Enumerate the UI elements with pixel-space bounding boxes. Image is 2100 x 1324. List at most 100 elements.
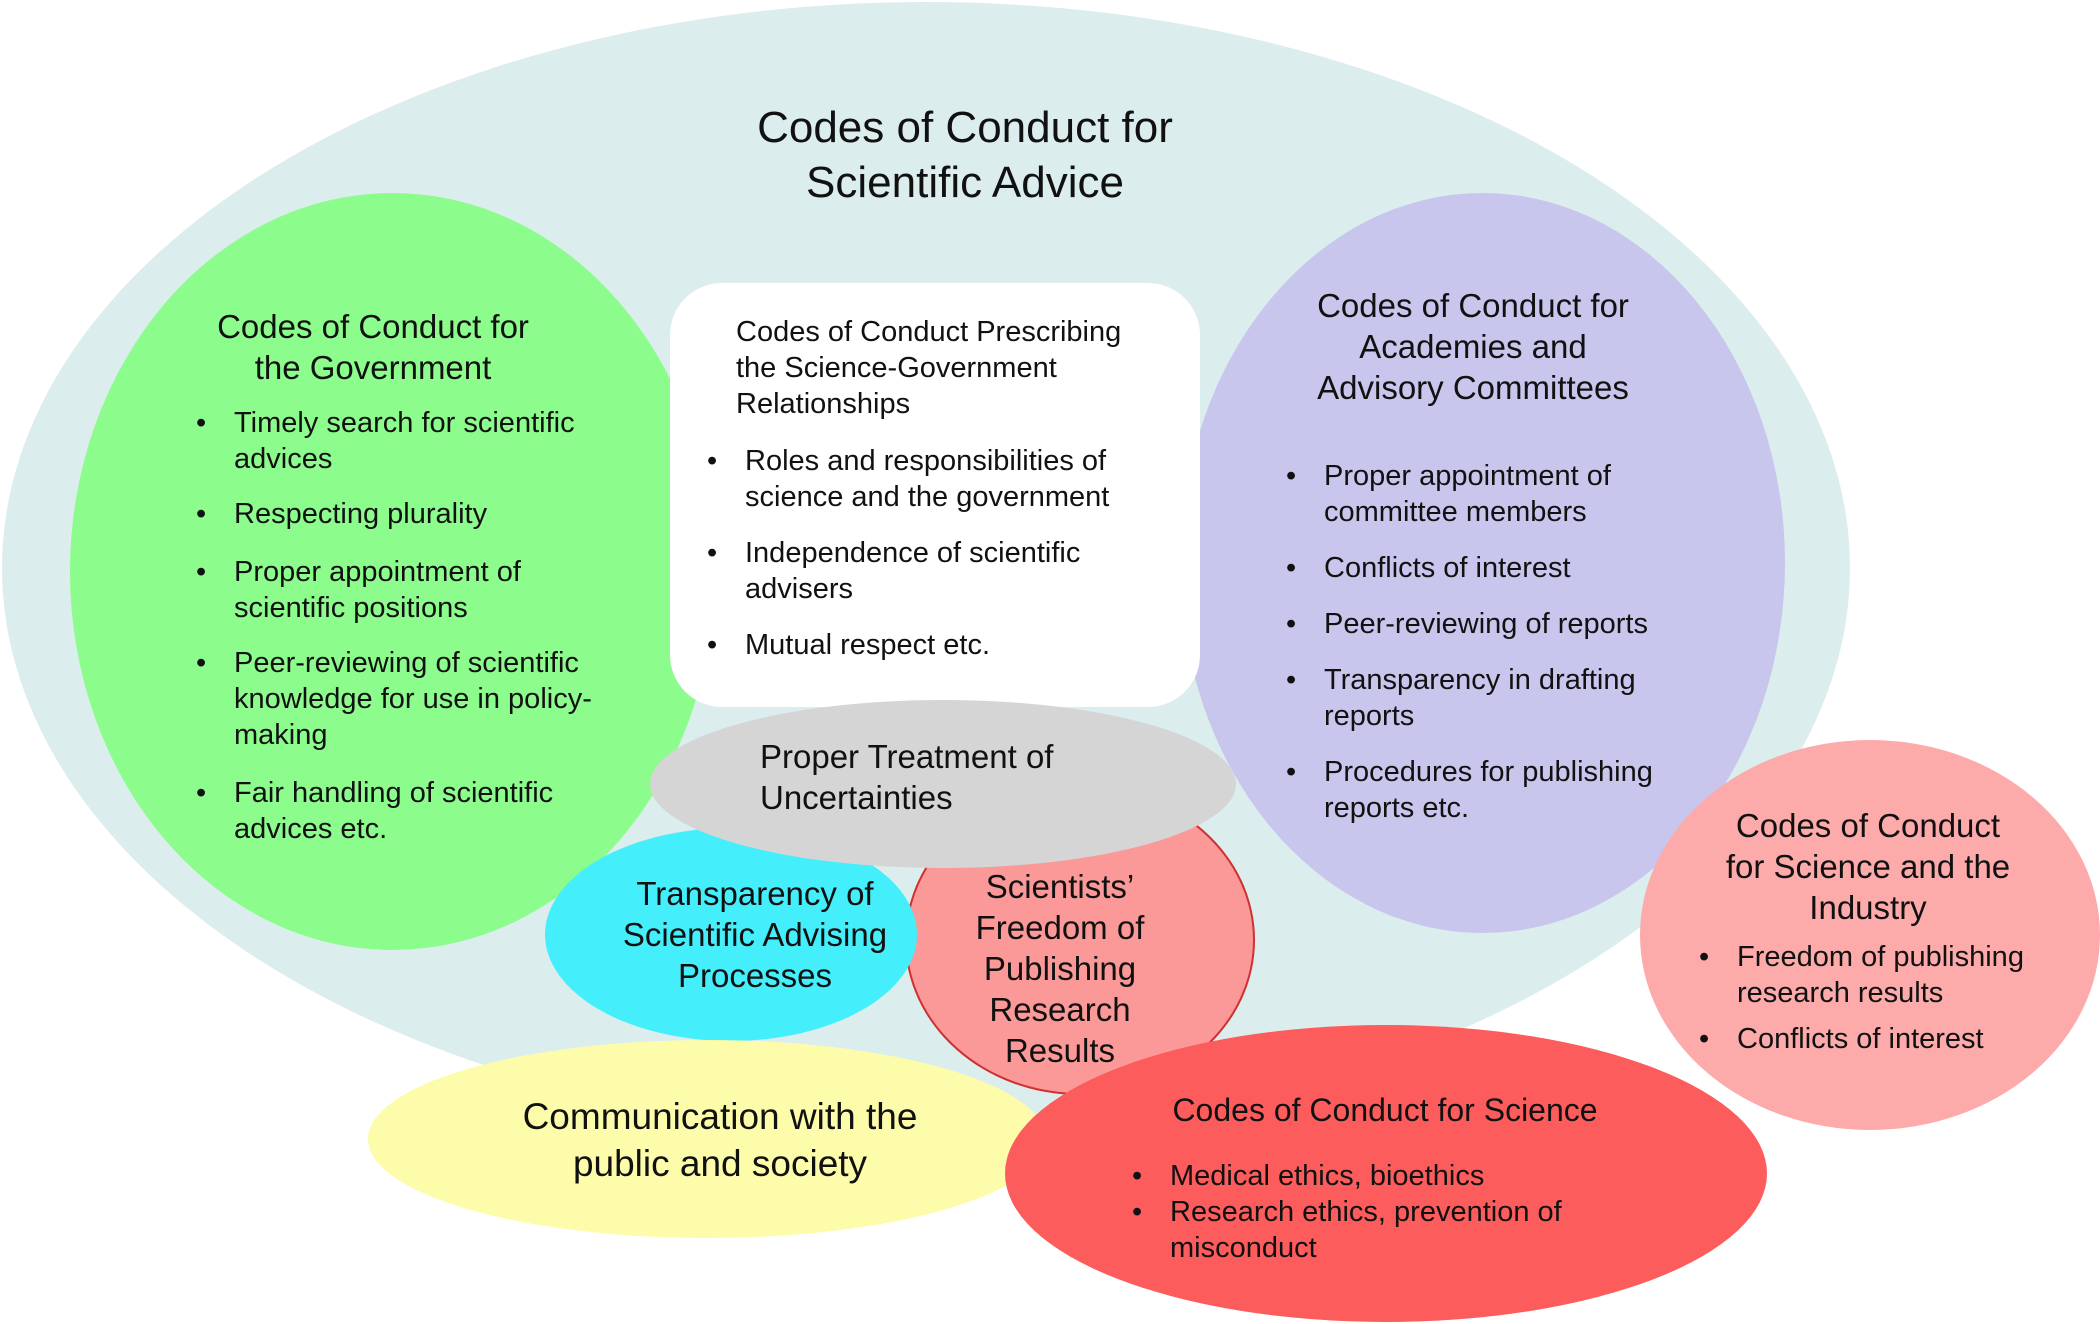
bullet-icon: • [196,777,207,809]
list-item: • Procedures for publishing reports etc. [1286,754,1724,826]
list-item-line: Conflicts of interest [1737,1023,1984,1055]
freedom-label-line-1: Scientists’ [985,868,1135,905]
list-item: • Freedom of publishing research results [1699,939,2067,1011]
bullet-icon: • [196,407,207,439]
government-heading: Codes of Conduct for the Government [183,306,563,388]
transparency-label-line-1: Transparency of [636,875,874,912]
industry-circle [1640,740,2100,1130]
communication-label-line-2: public and society [572,1143,868,1184]
industry-heading-line-1: Codes of Conduct [1735,807,2001,844]
uncertainties-label-line-2: Uncertainties [760,779,953,816]
freedom-label-line-2: Freedom of [975,909,1145,946]
academies-heading-line-3: Advisory Committees [1317,369,1629,406]
list-item-line: advices [234,443,333,475]
outer-title-line1: Codes of Conduct for [757,103,1173,152]
list-item-line: Independence of scientific [745,537,1081,569]
industry-heading-line-3: Industry [1809,889,1927,926]
uncertainties-ellipse [650,700,1236,868]
uncertainties-label-line-1: Proper Treatment of [760,738,1054,775]
list-item-line: making [234,719,328,751]
industry-list: • Freedom of publishing research results •C… [1699,939,2067,1057]
transparency-label-line-3: Processes [677,957,833,994]
center-heading-line-2: the Science-Government [736,352,1057,384]
list-item-line: Proper appointment of [234,556,521,588]
list-item-line: reports [1324,700,1415,732]
list-item-line: Respecting plurality [234,498,488,530]
science-list: • Medical ethics, bioethics•Research ethi… [1132,1158,1640,1266]
outer-title: Codes of Conduct for Scientific Advice [660,100,1270,210]
freedom-label-line-4: Research [989,991,1131,1028]
list-item-line: Roles and responsibilities of [745,445,1107,477]
list-item-line: Conflicts of interest [1324,552,1571,584]
communication-label: Communication with the public and society [470,1093,970,1187]
transparency-label-line-2: Scientific Advising [622,916,888,953]
list-item: • Respecting plurality [196,496,634,532]
list-item-line: advisers [745,573,853,605]
communication-label-line-1: Communication with the [522,1096,918,1137]
list-item-line: scientific positions [234,592,468,624]
list-item: • Proper appointment of committee members [1286,458,1724,530]
communication-ellipse [368,1040,1046,1238]
list-item-line: Proper appointment of [1324,460,1611,492]
bullet-icon: • [1132,1160,1143,1192]
outer-title-line2: Scientific Advice [806,158,1124,207]
list-item: • Mutual respect etc. [707,627,1175,663]
list-item-line: Timely search for scientific [234,407,575,439]
list-item-line: Freedom of publishing [1737,941,2024,973]
bullet-icon: • [1286,552,1297,584]
bullet-icon: • [707,537,718,569]
list-item-line: Medical ethics, bioethics [1170,1160,1485,1192]
center-heading: Codes of Conduct Prescribing the Science-… [736,314,1176,422]
bullet-icon: • [196,647,207,679]
academies-circle [1180,193,1785,933]
list-item: • Transparency in drafting reports [1286,662,1724,734]
list-item-line: committee members [1324,496,1587,528]
government-heading-line1: Codes of Conduct for [217,308,529,345]
bullet-icon: • [1286,460,1297,492]
list-item: • Timely search for scientific advices [196,405,634,477]
list-item: • Proper appointment of scientific positio… [196,554,634,626]
center-heading-line-3: Relationships [736,388,911,420]
bullet-icon: • [1699,941,1710,973]
list-item-line: advices etc. [234,813,388,845]
freedom-label-line-5: Results [1004,1032,1116,1069]
industry-heading-line-2: for Science and the [1725,848,2011,885]
list-item-line: Mutual respect etc. [745,629,990,661]
list-item: • Conflicts of interest [1286,550,1724,586]
science-government-box [670,283,1200,707]
list-item: •Conflicts of interest [1699,1021,2067,1057]
list-item-line: Transparency in drafting [1324,664,1636,696]
bullet-icon: • [1286,664,1297,696]
science-heading: Codes of Conduct for Science [1172,1092,1598,1128]
government-list: • Timely search for scientific advices • Res… [196,405,634,847]
list-item: •Peer-reviewing of reports [1286,606,1724,642]
list-item-line: research results [1737,977,1944,1009]
list-item-line: Procedures for publishing [1324,756,1653,788]
list-item-line: reports etc. [1324,792,1470,824]
bullet-icon: • [196,498,207,530]
government-heading-line2: the Government [254,349,492,386]
bullet-icon: • [707,629,718,661]
uncertainties-label: Proper Treatment of Uncertainties [760,736,1130,818]
center-heading-line-1: Codes of Conduct Prescribing [736,316,1122,348]
list-item-line: knowledge for use in policy- [234,683,592,715]
list-item: • Medical ethics, bioethics [1132,1158,1640,1194]
academies-heading-line-1: Codes of Conduct for [1317,287,1629,324]
bullet-icon: • [1286,608,1297,640]
list-item-line: Research ethics, prevention of [1170,1196,1562,1228]
list-item: • Independence of scientific advisers [707,535,1175,607]
government-circle [70,193,715,950]
freedom-label-line-3: Publishing [983,950,1137,987]
bullet-icon: • [196,556,207,588]
bullet-icon: • [1286,756,1297,788]
list-item-line: Peer-reviewing of scientific [234,647,579,679]
science-ellipse [1005,1025,1767,1322]
